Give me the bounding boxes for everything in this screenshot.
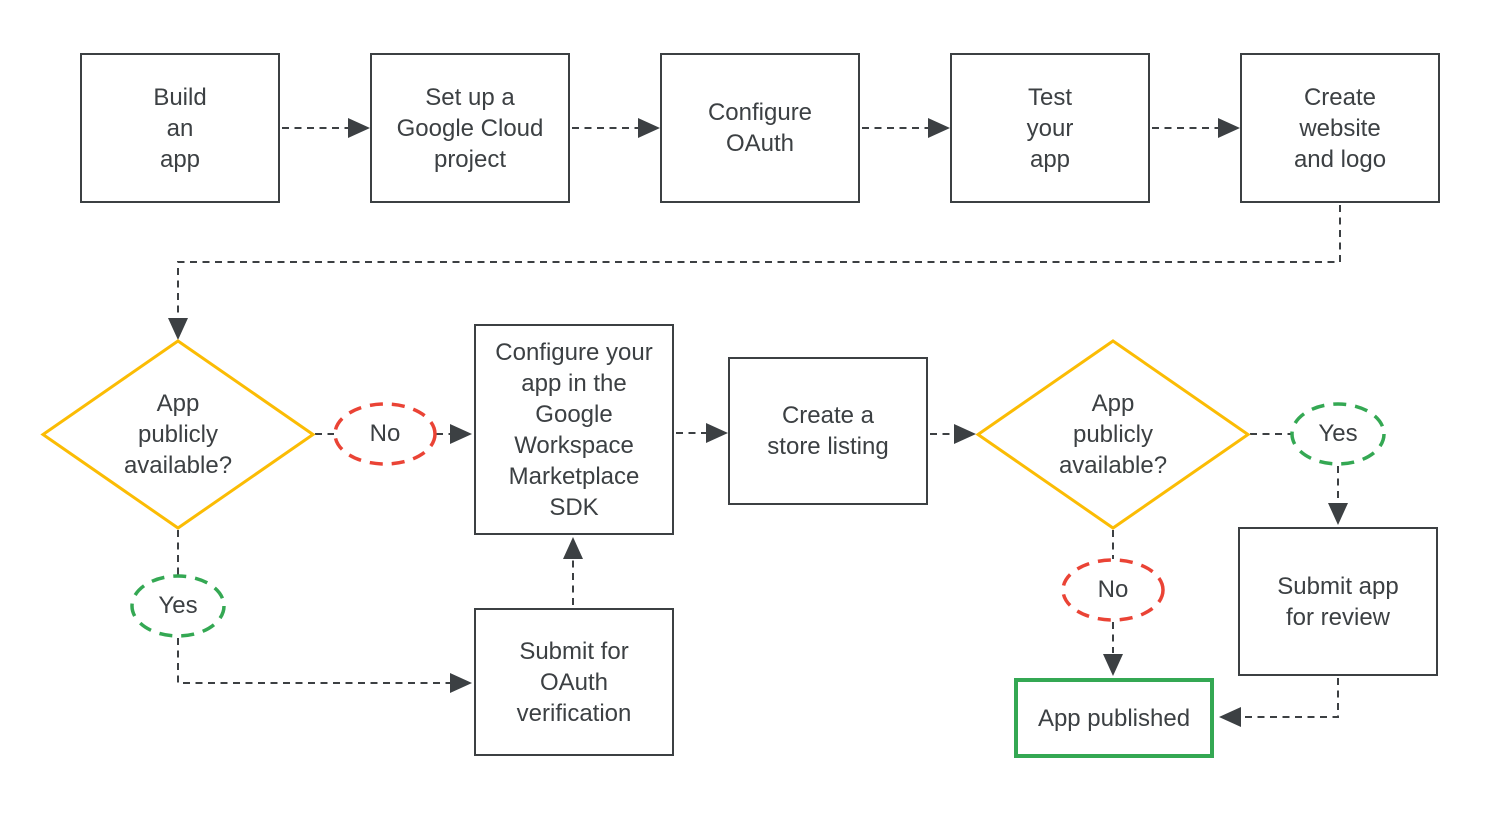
yes1-label: Yes xyxy=(158,592,198,619)
node-create-store-listing-label: Create a store listing xyxy=(767,402,889,460)
node-submit-oauth-verification: Submit for OAuth verification xyxy=(474,608,674,756)
node-setup-gcp-project: Set up a Google Cloud project xyxy=(370,53,570,203)
edge-yes-to-oauthverif xyxy=(177,638,450,684)
arrowhead-build-to-setup xyxy=(348,118,370,138)
yes1-oval xyxy=(130,574,226,638)
node-test-app-label: Test your app xyxy=(1026,83,1074,173)
edge-review-to-published xyxy=(1241,678,1339,718)
no1-oval xyxy=(333,402,437,466)
node-test-app: Test your app xyxy=(950,53,1150,203)
arrowhead-setup-to-oauth xyxy=(638,118,660,138)
arrowhead-test-to-website xyxy=(1218,118,1240,138)
node-submit-app-review: Submit app for review xyxy=(1238,527,1438,676)
arrowhead-listing-to-decision2 xyxy=(954,424,976,444)
arrowhead-yes-to-review xyxy=(1328,503,1348,525)
node-build-app: Build an app xyxy=(80,53,280,203)
node-configure-oauth: Configure OAuth xyxy=(660,53,860,203)
arrowhead-no-to-sdk xyxy=(450,424,472,444)
arrowhead-oauth-to-test xyxy=(928,118,950,138)
yes2-label: Yes xyxy=(1318,420,1358,447)
edge-website-to-decision1 xyxy=(177,205,1341,317)
node-configure-marketplace-sdk-label: Configure your app in the Google Workspa… xyxy=(495,338,653,521)
node-create-website: Create website and logo xyxy=(1240,53,1440,203)
arrowhead-website-to-decision1 xyxy=(168,318,188,340)
node-create-store-listing: Create a store listing xyxy=(728,357,928,505)
node-app-published: App published xyxy=(1014,678,1214,758)
node-build-app-label: Build an app xyxy=(153,83,207,173)
node-create-website-label: Create website and logo xyxy=(1293,83,1387,173)
arrowhead-review-to-published xyxy=(1219,707,1241,727)
arrowhead-yes-to-oauthverif xyxy=(450,673,472,693)
decision2-diamond xyxy=(975,339,1251,530)
no2-label: No xyxy=(1097,576,1129,603)
node-setup-gcp-project-label: Set up a Google Cloud project xyxy=(396,83,544,173)
node-submit-app-review-label: Submit app for review xyxy=(1277,572,1399,631)
node-submit-oauth-verification-label: Submit for OAuth verification xyxy=(516,637,632,727)
decision1-label: App publicly available? xyxy=(123,389,233,479)
arrowhead-no-to-published xyxy=(1103,654,1123,676)
arrowhead-sdk-to-listing xyxy=(706,423,728,443)
no2-oval xyxy=(1061,558,1165,622)
arrowhead-oauthverif-to-sdk xyxy=(563,537,583,559)
node-configure-oauth-label: Configure OAuth xyxy=(707,99,813,157)
decision2-label: App publicly available? xyxy=(1058,389,1168,479)
decision1-diamond xyxy=(40,339,316,530)
yes2-oval xyxy=(1290,402,1386,466)
node-app-published-label: App published xyxy=(1037,704,1191,732)
node-configure-marketplace-sdk: Configure your app in the Google Workspa… xyxy=(474,324,674,535)
no1-label: No xyxy=(369,420,401,447)
